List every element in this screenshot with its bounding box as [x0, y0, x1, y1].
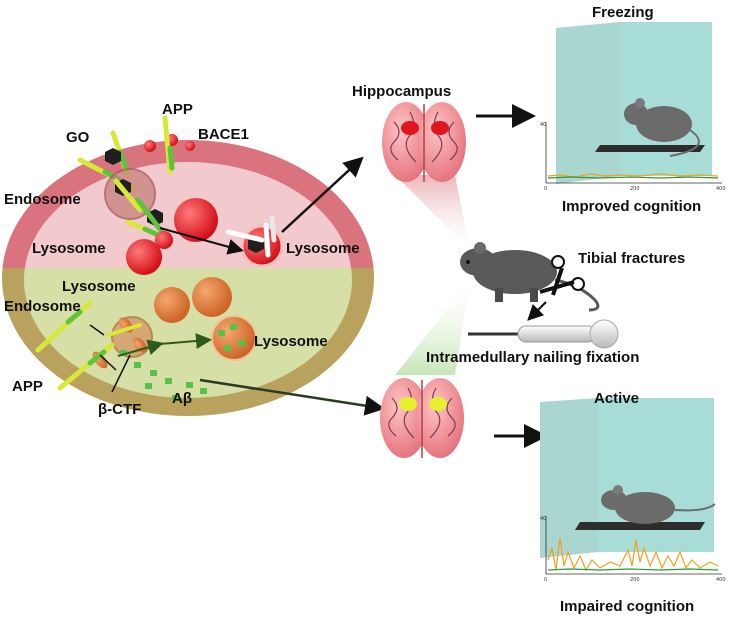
freezing-trace-chart: 40 0 200 400 — [540, 122, 726, 192]
label-go: GO — [66, 129, 90, 146]
label-lysosome-left: Lysosome — [32, 240, 106, 257]
x-tick-bottom-200: 200 — [630, 577, 640, 583]
label-app-bottom: APP — [12, 378, 43, 395]
label-lysosome-lower-top: Lysosome — [62, 278, 136, 295]
active-trace-chart: 40 0 200 400 — [540, 516, 726, 583]
pathway-arrows — [89, 104, 548, 448]
labels: GO APP BACE1 Endosome Lysosome Lysosome … — [4, 4, 701, 615]
trace-bottom-green — [547, 568, 719, 571]
brain-top — [382, 102, 466, 182]
label-beta-ctf: β-CTF — [98, 401, 141, 418]
lysosome-orange-cluster — [154, 277, 232, 323]
mouse-top-chamber — [624, 98, 700, 157]
label-nailing-fixation: Intramedullary nailing fixation — [426, 349, 639, 366]
label-endosome-lower: Endosome — [4, 298, 81, 315]
mouse-center — [460, 242, 600, 312]
trace-top-green — [547, 176, 719, 179]
label-active: Active — [594, 390, 639, 407]
label-hippocampus: Hippocampus — [352, 83, 451, 100]
trace-bottom-orange — [547, 537, 719, 572]
beam-to-bottom-brain — [395, 280, 470, 375]
scissors-icon — [539, 255, 585, 296]
x-tick-top-200: 200 — [630, 186, 640, 192]
y-tick-top: 40 — [540, 122, 546, 128]
label-improved-cognition: Improved cognition — [562, 198, 701, 215]
label-bace1: BACE1 — [198, 126, 249, 143]
app-rods-bottom — [35, 300, 224, 391]
mouse-bottom-chamber — [601, 485, 716, 524]
label-impaired-cognition: Impaired cognition — [560, 598, 694, 615]
lysosome-lower-right — [211, 315, 257, 361]
beam-to-top-brain — [395, 175, 470, 250]
label-tibial-fractures: Tibial fractures — [578, 250, 685, 267]
intramedullary-nail — [468, 319, 619, 349]
x-tick-top-0: 0 — [544, 186, 547, 192]
label-endosome-top: Endosome — [4, 191, 81, 208]
trace-top-orange — [547, 173, 719, 178]
label-freezing: Freezing — [592, 4, 654, 21]
x-tick-top-400: 400 — [716, 186, 726, 192]
label-abeta: Aβ — [172, 390, 192, 407]
freezing-chamber — [556, 22, 712, 184]
abeta-fragments — [120, 350, 207, 401]
x-tick-bottom-0: 0 — [544, 577, 547, 583]
label-app-top: APP — [162, 101, 193, 118]
active-chamber — [540, 398, 716, 558]
brain-bottom — [380, 378, 464, 458]
cell — [2, 140, 374, 416]
y-tick-bottom: 40 — [540, 516, 546, 522]
label-lysosome-lower-right: Lysosome — [254, 333, 328, 350]
x-tick-bottom-400: 400 — [716, 577, 726, 583]
lysosome-red-cluster — [126, 198, 218, 275]
go-sheets — [105, 148, 165, 235]
label-lysosome-mid: Lysosome — [286, 240, 360, 257]
